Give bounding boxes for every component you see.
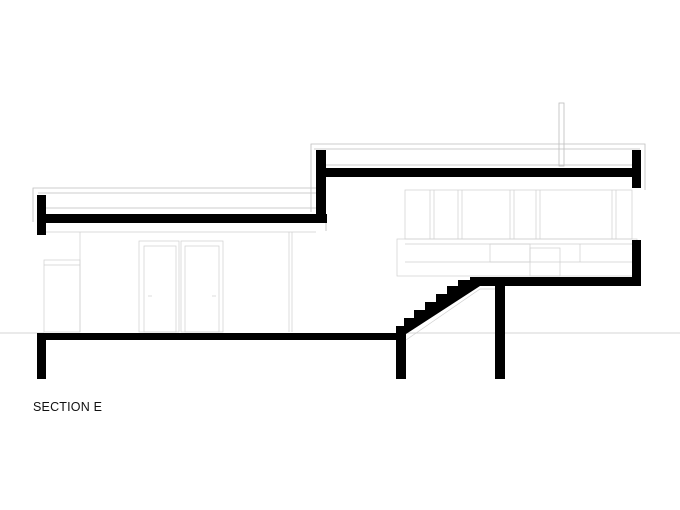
staircase (396, 277, 495, 341)
upper-interior (396, 189, 638, 277)
structure-cut (37, 150, 641, 379)
roof-outlines (32, 102, 646, 231)
lower-interior (43, 231, 316, 333)
section-caption: SECTION E (33, 400, 103, 414)
